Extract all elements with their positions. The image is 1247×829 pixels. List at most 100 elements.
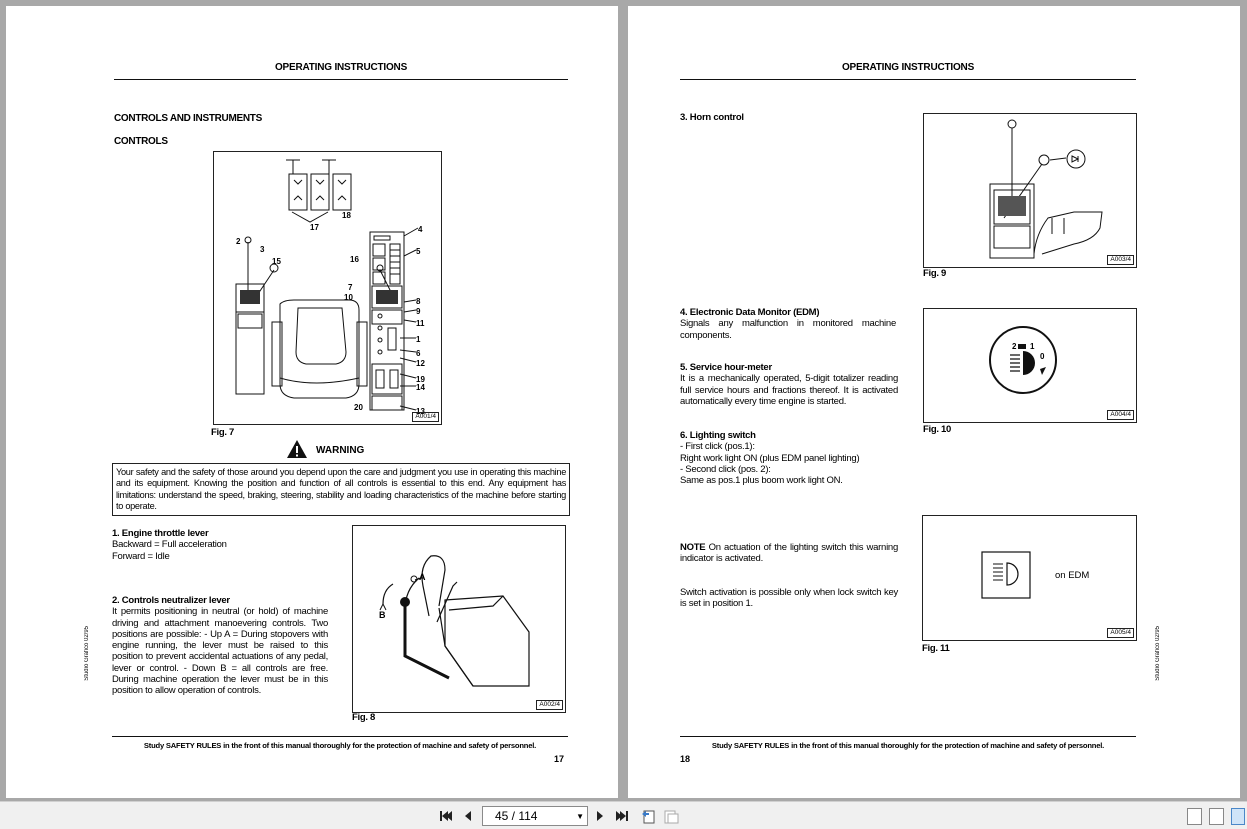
item6-title: 6. Lighting switch xyxy=(680,430,756,441)
fig11-diagram: on EDM A005/4 xyxy=(922,515,1137,641)
left-page: OPERATING INSTRUCTIONS CONTROLS AND INST… xyxy=(6,6,618,798)
item4-title: 4. Electronic Data Monitor (EDM) xyxy=(680,307,820,318)
subsection-title: CONTROLS xyxy=(114,136,168,147)
fig11-label: Fig. 11 xyxy=(922,643,950,654)
page-number-value: 45 / 114 xyxy=(495,809,538,823)
fig10-diagram: 2 1 0 A004/4 xyxy=(923,308,1137,423)
callout-10: 10 xyxy=(344,293,353,302)
callout-8: 8 xyxy=(416,297,421,306)
fig7-label: Fig. 7 xyxy=(211,427,235,438)
warning-box: Your safety and the safety of those arou… xyxy=(112,463,570,517)
callout-2: 2 xyxy=(236,237,241,246)
go-forward-icon xyxy=(664,810,679,824)
first-page-button[interactable] xyxy=(437,807,455,825)
callout-17: 17 xyxy=(310,223,319,232)
last-page-icon xyxy=(616,811,628,821)
fig10-label: Fig. 10 xyxy=(923,424,951,435)
item5-title: 5. Service hour-meter xyxy=(680,362,772,373)
two-page-view-button[interactable] xyxy=(1231,808,1245,825)
warning-heading: WARNING xyxy=(286,439,406,459)
item2-title: 2. Controls neutralizer lever xyxy=(112,595,230,606)
warning-icon xyxy=(287,440,307,458)
note-block: NOTE On actuation of the lighting switch… xyxy=(680,542,898,565)
fig11-tag: A005/4 xyxy=(1107,628,1134,638)
footer-text: Study SAFETY RULES in the front of this … xyxy=(711,741,1105,750)
callout-12: 12 xyxy=(416,359,425,368)
fig7-diagram: 17 18 2 3 15 4 5 16 7 10 8 9 11 1 6 12 1… xyxy=(213,151,442,425)
footer-rule xyxy=(112,736,568,737)
callout-13: 13 xyxy=(416,407,425,416)
last-page-button[interactable] xyxy=(613,807,631,825)
single-page-view-button[interactable] xyxy=(1187,808,1202,825)
header-rule xyxy=(680,79,1136,80)
chevron-down-icon[interactable]: ▼ xyxy=(576,812,584,821)
viewer-toolbar: 45 / 114 ▼ xyxy=(0,801,1247,829)
item1-title: 1. Engine throttle lever xyxy=(112,528,209,539)
item2-text: It permits positioning in neutral (or ho… xyxy=(112,606,328,697)
pos-1: 1 xyxy=(1030,342,1035,351)
warning-title: WARNING xyxy=(316,445,365,456)
callout-1: 1 xyxy=(416,335,421,344)
fig9-diagram: A003/4 xyxy=(923,113,1137,268)
fig7-tag: A001/4 xyxy=(412,412,439,422)
callout-5: 5 xyxy=(416,247,421,256)
previous-page-icon xyxy=(465,811,471,821)
pos-2: 2 xyxy=(1012,342,1017,351)
pos-0: 0 xyxy=(1040,352,1045,361)
right-page: OPERATING INSTRUCTIONS 3. Horn control A… xyxy=(628,6,1240,798)
callout-7: 7 xyxy=(348,283,353,292)
go-back-icon xyxy=(642,810,655,824)
item4-text: Signals any malfunction in monitored mac… xyxy=(680,318,896,341)
item1-line-2: Forward = Idle xyxy=(112,550,170,562)
page-header: OPERATING INSTRUCTIONS xyxy=(841,62,975,73)
next-page-button[interactable] xyxy=(591,807,609,825)
item3-title: 3. Horn control xyxy=(680,112,744,123)
item5-text: It is a mechanically operated, 5-digit t… xyxy=(680,373,898,407)
footer-rule xyxy=(680,736,1136,737)
rotate-forward-button[interactable] xyxy=(662,807,680,825)
item4-block: 4. Electronic Data Monitor (EDM) Signals… xyxy=(680,307,896,341)
first-page-icon xyxy=(440,811,452,821)
page-number-input[interactable]: 45 / 114 ▼ xyxy=(482,806,588,826)
page-header: OPERATING INSTRUCTIONS xyxy=(274,62,408,73)
fig8-label-b: B xyxy=(379,610,386,620)
fig8-label: Fig. 8 xyxy=(352,712,376,723)
fig9-tag: A003/4 xyxy=(1107,255,1134,265)
continuous-view-button[interactable] xyxy=(1209,808,1224,825)
fig8-tag: A002/4 xyxy=(536,700,563,710)
page-number: 18 xyxy=(680,754,691,764)
rotate-back-button[interactable] xyxy=(639,807,657,825)
callout-6: 6 xyxy=(416,349,421,358)
fig11-caption: on EDM xyxy=(1055,570,1089,581)
callout-18: 18 xyxy=(342,211,351,220)
header-rule xyxy=(114,79,568,80)
item6-line-4: Same as pos.1 plus boom work light ON. xyxy=(680,475,843,487)
callout-14: 14 xyxy=(416,383,425,392)
item6-line-2: Right work light ON (plus EDM panel ligh… xyxy=(680,452,860,464)
fig10-tag: A004/4 xyxy=(1107,410,1134,420)
footer-text: Study SAFETY RULES in the front of this … xyxy=(143,741,537,750)
fig8-diagram: A B A002/4 xyxy=(352,525,566,713)
callout-19: 19 xyxy=(416,375,425,384)
item6-line-1: - First click (pos.1): xyxy=(680,441,755,453)
item6-block: 6. Lighting switch - First click (pos.1)… xyxy=(680,430,916,486)
callout-20: 20 xyxy=(354,403,363,412)
fig8-label-a: A xyxy=(419,572,426,582)
callout-9: 9 xyxy=(416,307,421,316)
previous-page-button[interactable] xyxy=(459,807,477,825)
item2-block: 2. Controls neutralizer lever It permits… xyxy=(112,595,328,697)
side-code: Studio Grafico 02/95 xyxy=(1155,626,1161,681)
item1-block: 1. Engine throttle lever Backward = Full… xyxy=(112,528,342,562)
callout-11: 11 xyxy=(416,319,425,328)
callout-4: 4 xyxy=(418,225,423,234)
callout-3: 3 xyxy=(260,245,265,254)
next-page-icon xyxy=(597,811,603,821)
switch-text: Switch activation is possible only when … xyxy=(680,587,898,610)
note-text: On actuation of the lighting switch this… xyxy=(680,542,898,565)
section-title: CONTROLS AND INSTRUMENTS xyxy=(114,113,262,124)
item6-line-3: - Second click (pos. 2): xyxy=(680,463,771,475)
side-code: Studio Grafico 02/95 xyxy=(84,626,90,681)
fig9-label: Fig. 9 xyxy=(923,268,947,279)
item1-line-1: Backward = Full acceleration xyxy=(112,539,227,551)
page-number: 17 xyxy=(554,754,565,764)
